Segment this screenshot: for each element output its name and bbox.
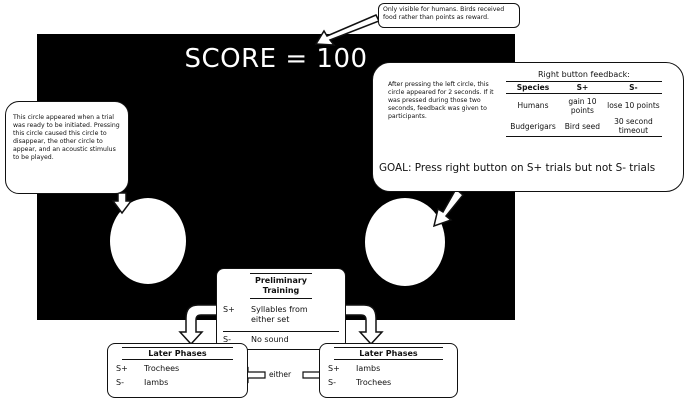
row-key: S+ — [223, 305, 235, 314]
left-note-callout: This circle appeared when a trial was re… — [5, 101, 129, 194]
later-phases-left-box: Later Phases S+ Trochees S- Iambs — [107, 343, 248, 398]
row-key: S+ — [116, 364, 128, 373]
row-value: Trochees — [356, 378, 392, 387]
list-item: S+ Syllables from either set — [223, 305, 339, 325]
right-note-text: After pressing the left circle, this cir… — [388, 81, 494, 120]
header-s-minus: S- — [604, 81, 662, 94]
table-row: Humans gain 10 points lose 10 points — [506, 93, 662, 116]
list-item: S- Trochees — [328, 378, 449, 387]
row-value: No sound — [251, 335, 289, 344]
top-note-arrow — [314, 14, 381, 46]
preliminary-title: Preliminary Training — [250, 273, 312, 299]
goal-text: GOAL: Press right button on S+ trials bu… — [379, 162, 656, 174]
list-item: S- No sound — [223, 331, 339, 344]
row-key: S- — [223, 335, 231, 344]
row-key: S- — [116, 378, 124, 387]
row-value: Trochees — [144, 364, 180, 373]
curved-arrow-left — [178, 304, 218, 346]
list-item: S- Iambs — [116, 378, 239, 387]
cell-s-plus: Bird seed — [564, 121, 601, 131]
feedback-title: Right button feedback: — [538, 70, 630, 79]
cell-s-minus: lose 10 points — [604, 93, 662, 116]
cell-species: Humans — [506, 93, 560, 116]
curved-arrow-right — [344, 304, 384, 346]
cell-s-minus: 30 second timeout — [614, 117, 653, 135]
feedback-table: Species S+ S- Humans gain 10 points lose… — [506, 81, 662, 137]
later-phases-right-box: Later Phases S+ Iambs S- Trochees — [319, 343, 458, 398]
header-species: Species — [506, 81, 560, 94]
preliminary-training-box: Preliminary Training S+ Syllables from e… — [216, 268, 346, 350]
either-label: either — [269, 370, 292, 379]
row-value: Iambs — [144, 378, 169, 387]
row-key: S+ — [328, 364, 340, 373]
feedback-panel: Right button feedback: Species S+ S- Hum… — [506, 70, 662, 137]
left-note-text: This circle appeared when a trial was re… — [13, 114, 120, 161]
cell-species: Budgerigars — [510, 121, 556, 131]
later-phases-title: Later Phases — [122, 347, 233, 360]
list-item: S+ Trochees — [116, 364, 239, 373]
row-value: Iambs — [356, 364, 381, 373]
list-item: S+ Iambs — [328, 364, 449, 373]
right-note-arrow — [432, 187, 465, 228]
right-circle — [365, 198, 445, 286]
later-phases-title: Later Phases — [334, 347, 443, 360]
left-note-arrow — [111, 192, 133, 215]
top-note-callout: Only visible for humans. Birds received … — [378, 3, 520, 28]
row-value: Syllables from either set — [251, 305, 308, 324]
cell-s-plus: gain 10 points — [560, 93, 605, 116]
header-s-plus: S+ — [560, 81, 605, 94]
table-row: Budgerigars Bird seed 30 second timeout — [506, 116, 662, 137]
row-key: S- — [328, 378, 336, 387]
top-note-text: Only visible for humans. Birds received … — [383, 6, 505, 21]
score-display: SCORE = 100 — [184, 44, 368, 74]
